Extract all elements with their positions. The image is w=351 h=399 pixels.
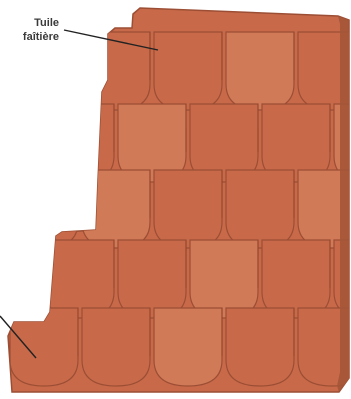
roof-tile	[0, 104, 42, 182]
roof-tile	[190, 240, 258, 318]
roof-tile	[82, 170, 150, 248]
roof-tile	[262, 240, 330, 318]
roof-tile	[226, 308, 294, 386]
roof-tile	[82, 32, 150, 110]
roof-tile	[46, 240, 114, 318]
roof-tile	[0, 240, 42, 318]
roof-tile	[154, 170, 222, 248]
roof-tile	[154, 32, 222, 110]
roof-tile	[10, 170, 78, 248]
roof-tile	[10, 308, 78, 386]
tile-rows	[0, 32, 351, 386]
roof-tile	[154, 308, 222, 386]
roof-tile	[82, 308, 150, 386]
roof-tile	[118, 240, 186, 318]
roof-tile	[226, 32, 294, 110]
callout-label-tuile-faitiere: Tuile faîtière	[0, 16, 59, 44]
roof-panel	[0, 8, 351, 392]
roof-tile	[226, 170, 294, 248]
callout-label-line-1: Tuile	[0, 16, 59, 30]
callout-label-line-2: faîtière	[0, 30, 59, 44]
